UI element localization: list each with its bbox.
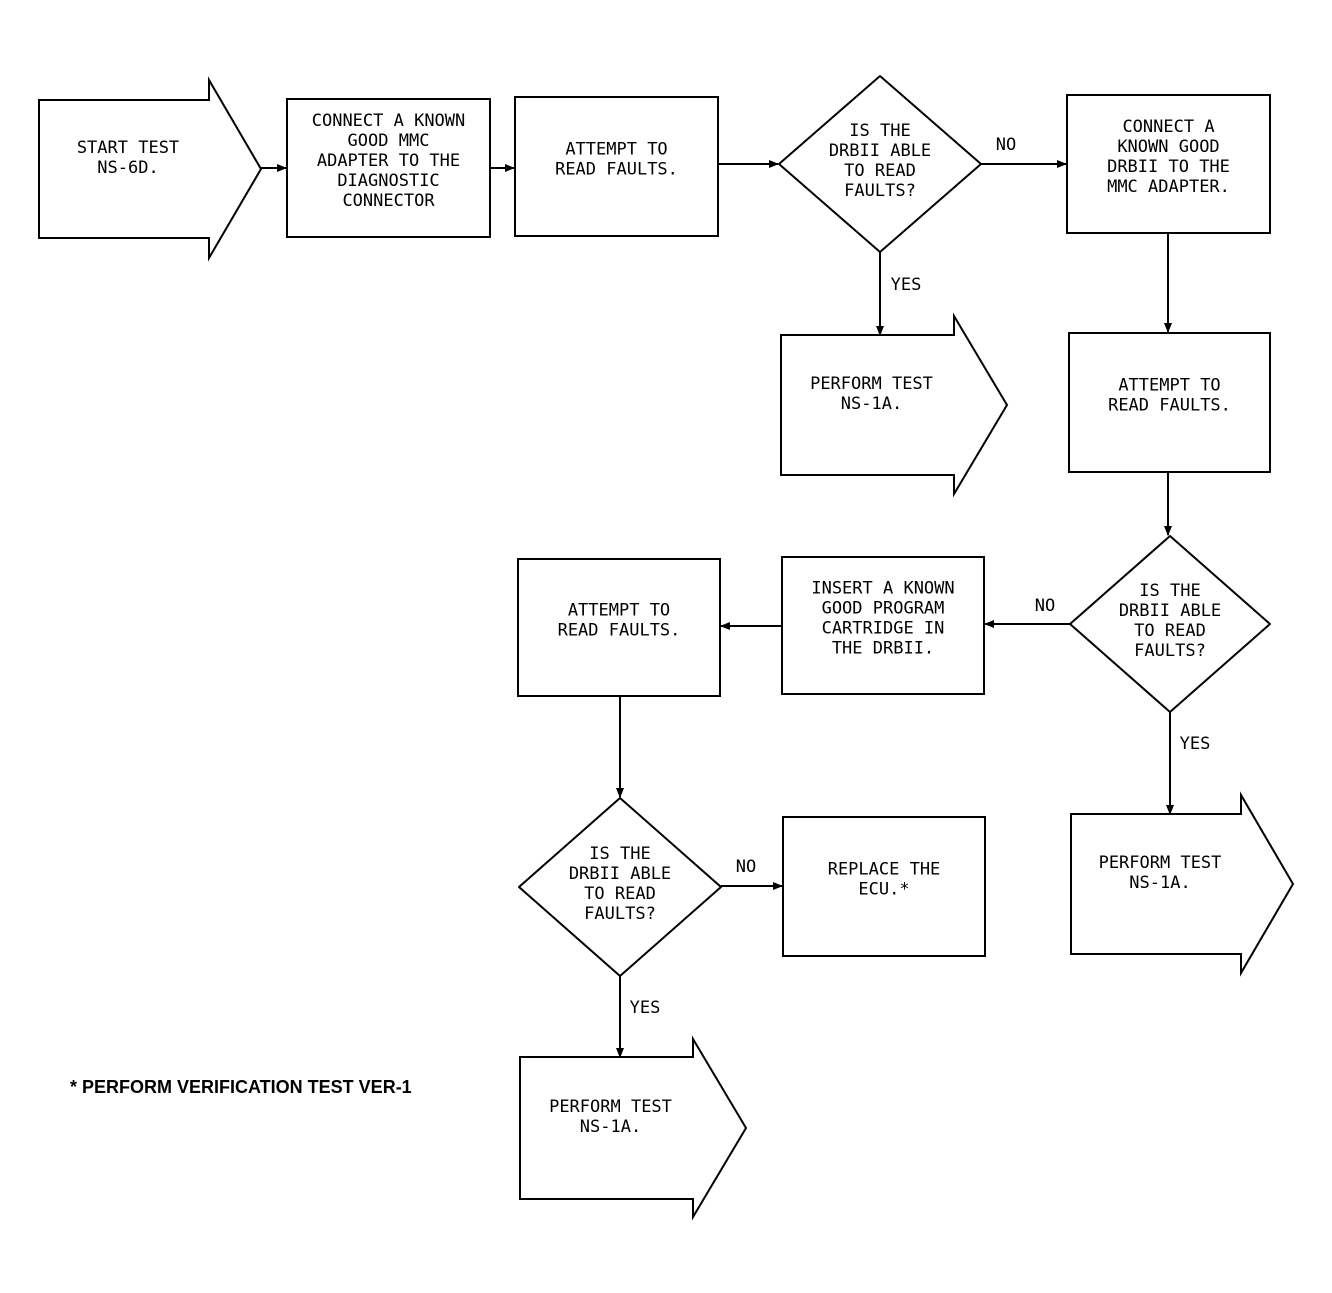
dec1-text-line: TO READ	[844, 161, 916, 181]
dec3-diamond	[518, 797, 722, 977]
insert-text-line: THE DRBII.	[832, 639, 934, 659]
dec3-text-line: IS THE	[589, 844, 650, 864]
start-text-line: NS-6D.	[97, 158, 158, 178]
edge-label-no: NO	[736, 857, 756, 877]
dec3-text-line: DRBII ABLE	[569, 864, 671, 884]
dec3-text-line: TO READ	[584, 884, 656, 904]
perform2-arrow-shape	[1070, 791, 1295, 977]
perform2-text-line: NS-1A.	[1129, 873, 1190, 893]
perform1-text-line: PERFORM TEST	[810, 374, 933, 394]
attempt3-box	[517, 558, 721, 697]
connect_drb-text-line: KNOWN GOOD	[1117, 137, 1219, 157]
perform2-text-line: PERFORM TEST	[1099, 853, 1222, 873]
perform1-arrow-shape	[780, 312, 1009, 498]
start-arrow-shape	[38, 76, 263, 262]
dec2-text-line: DRBII ABLE	[1119, 601, 1221, 621]
connect_mmc-box	[286, 98, 491, 238]
perform1-text-line: NS-1A.	[841, 394, 902, 414]
perform3-arrow-shape	[519, 1035, 748, 1221]
connect_mmc-text-line: GOOD MMC	[348, 131, 430, 151]
dec3-text-line: FAULTS?	[584, 904, 656, 924]
footnote: * PERFORM VERIFICATION TEST VER-1	[70, 1077, 412, 1097]
dec1-text-line: FAULTS?	[844, 181, 916, 201]
connect_mmc-text-line: ADAPTER TO THE	[317, 151, 460, 171]
attempt2-text-line: READ FAULTS.	[1108, 396, 1231, 416]
attempt1-text-line: READ FAULTS.	[555, 160, 678, 180]
insert-box	[781, 556, 985, 695]
perform3-text-line: PERFORM TEST	[549, 1097, 672, 1117]
attempt2-text-line: ATTEMPT TO	[1118, 376, 1220, 396]
dec2-text-line: TO READ	[1134, 621, 1206, 641]
connect_drb-text-line: DRBII TO THE	[1107, 157, 1230, 177]
replace-text-line: ECU.*	[858, 880, 909, 900]
attempt2-box	[1068, 332, 1271, 473]
connect_mmc-text-line: CONNECT A KNOWN	[312, 111, 466, 131]
edge-label-no: NO	[996, 135, 1016, 155]
perform3-text-line: NS-1A.	[580, 1117, 641, 1137]
dec2-diamond	[1069, 535, 1271, 713]
connect_mmc-text-line: CONNECTOR	[342, 191, 435, 211]
dec2-text-line: FAULTS?	[1134, 641, 1206, 661]
dec1-diamond	[778, 75, 982, 253]
edge-label-no: NO	[1035, 596, 1055, 616]
dec1-text-line: DRBII ABLE	[829, 141, 931, 161]
insert-text-line: CARTRIDGE IN	[822, 619, 945, 639]
replace-text-line: REPLACE THE	[828, 860, 941, 880]
attempt1-text-line: ATTEMPT TO	[565, 140, 667, 160]
connect_drb-text-line: MMC ADAPTER.	[1107, 177, 1230, 197]
dec2-text-line: IS THE	[1139, 581, 1200, 601]
replace-box	[782, 816, 986, 957]
attempt1-box	[514, 96, 719, 237]
insert-text-line: INSERT A KNOWN	[811, 579, 954, 599]
connect_drb-box	[1066, 94, 1271, 234]
attempt3-text-line: ATTEMPT TO	[568, 601, 670, 621]
dec1-text-line: IS THE	[849, 121, 910, 141]
edge-label-yes: YES	[891, 275, 922, 295]
edge-label-yes: YES	[1180, 734, 1211, 754]
connect_mmc-text-line: DIAGNOSTIC	[337, 171, 439, 191]
insert-text-line: GOOD PROGRAM	[822, 599, 945, 619]
attempt3-text-line: READ FAULTS.	[558, 621, 681, 641]
edge-label-yes: YES	[630, 998, 661, 1018]
start-text-line: START TEST	[77, 138, 179, 158]
connect_drb-text-line: CONNECT A	[1122, 117, 1214, 137]
